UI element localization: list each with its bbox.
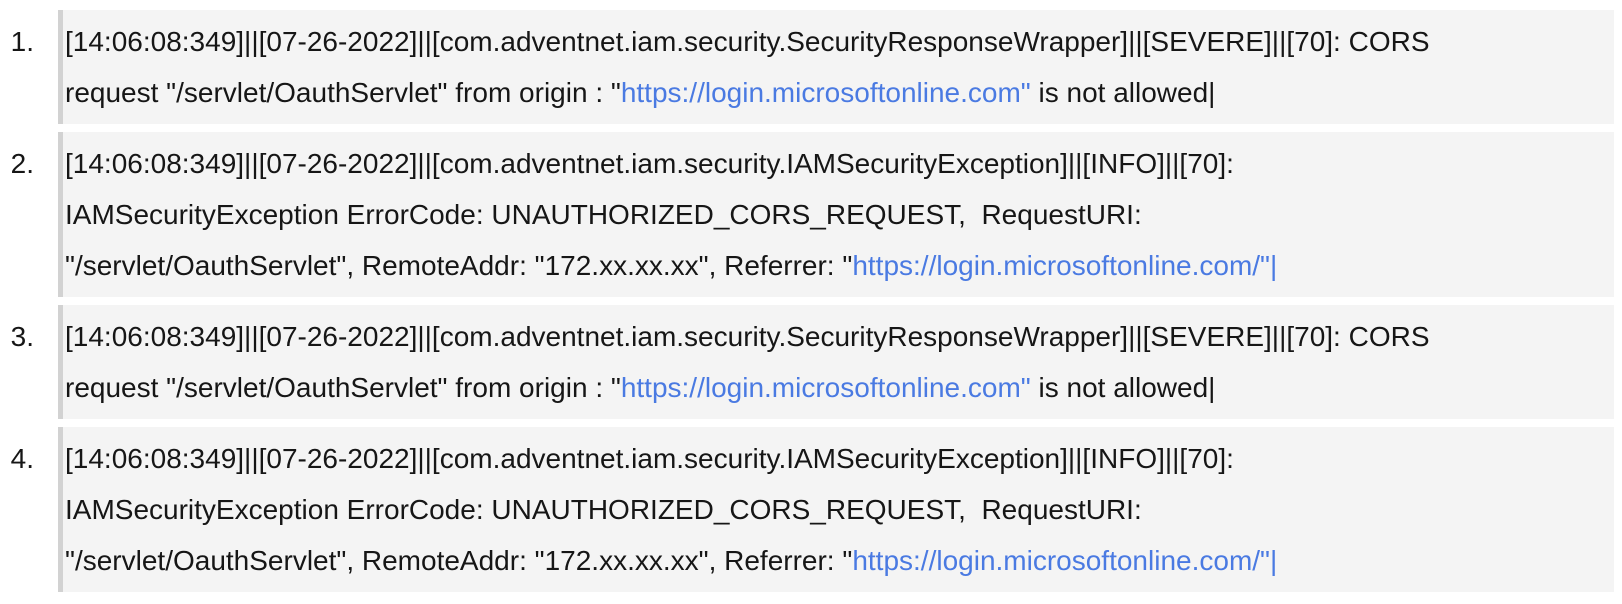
log-entry-content: [14:06:08:349]||[07-26-2022]||[com.adven… xyxy=(58,10,1614,124)
log-line: [14:06:08:349]||[07-26-2022]||[com.adven… xyxy=(65,311,1604,362)
log-entry-number: 1. xyxy=(10,26,34,57)
log-entry: 2. [14:06:08:349]||[07-26-2022]||[com.adv… xyxy=(10,132,1614,297)
log-line: "/servlet/OauthServlet", RemoteAddr: "17… xyxy=(65,535,1604,586)
log-line: [14:06:08:349]||[07-26-2022]||[com.adven… xyxy=(65,16,1604,67)
url-link[interactable]: https://login.microsoftonline.com/"| xyxy=(852,545,1278,576)
log-text: [14:06:08:349]||[07-26-2022]||[com.adven… xyxy=(65,26,1430,57)
log-entry: 4. [14:06:08:349]||[07-26-2022]||[com.adv… xyxy=(10,427,1614,592)
log-text: [14:06:08:349]||[07-26-2022]||[com.adven… xyxy=(65,148,1234,179)
log-line: request "/servlet/OauthServlet" from ori… xyxy=(65,362,1604,413)
log-list: 1. [14:06:08:349]||[07-26-2022]||[com.adv… xyxy=(10,10,1614,592)
log-text: "/servlet/OauthServlet", RemoteAddr: "17… xyxy=(65,250,853,281)
log-text: request "/servlet/OauthServlet" from ori… xyxy=(65,77,621,108)
log-text: [14:06:08:349]||[07-26-2022]||[com.adven… xyxy=(65,321,1430,352)
log-entry-content: [14:06:08:349]||[07-26-2022]||[com.adven… xyxy=(58,132,1614,297)
url-link[interactable]: https://login.microsoftonline.com/"| xyxy=(852,250,1278,281)
log-entry-number: 4. xyxy=(10,443,34,474)
log-entry-number: 3. xyxy=(10,321,34,352)
log-entry: 3. [14:06:08:349]||[07-26-2022]||[com.adv… xyxy=(10,305,1614,419)
log-text: IAMSecurityException ErrorCode: UNAUTHOR… xyxy=(65,494,1142,525)
log-text: is not allowed| xyxy=(1030,372,1216,403)
log-text: "/servlet/OauthServlet", RemoteAddr: "17… xyxy=(65,545,853,576)
log-text: [14:06:08:349]||[07-26-2022]||[com.adven… xyxy=(65,443,1234,474)
log-entry: 1. [14:06:08:349]||[07-26-2022]||[com.adv… xyxy=(10,10,1614,124)
log-text: request "/servlet/OauthServlet" from ori… xyxy=(65,372,621,403)
log-line: IAMSecurityException ErrorCode: UNAUTHOR… xyxy=(65,189,1604,240)
url-link[interactable]: https://login.microsoftonline.com" xyxy=(620,372,1031,403)
log-line: [14:06:08:349]||[07-26-2022]||[com.adven… xyxy=(65,433,1604,484)
log-line: request "/servlet/OauthServlet" from ori… xyxy=(65,67,1604,118)
log-text: IAMSecurityException ErrorCode: UNAUTHOR… xyxy=(65,199,1142,230)
url-link[interactable]: https://login.microsoftonline.com" xyxy=(620,77,1031,108)
log-text: is not allowed| xyxy=(1030,77,1216,108)
log-entry-number: 2. xyxy=(10,148,34,179)
log-line: IAMSecurityException ErrorCode: UNAUTHOR… xyxy=(65,484,1604,535)
log-line: [14:06:08:349]||[07-26-2022]||[com.adven… xyxy=(65,138,1604,189)
log-line: "/servlet/OauthServlet", RemoteAddr: "17… xyxy=(65,240,1604,291)
log-entry-content: [14:06:08:349]||[07-26-2022]||[com.adven… xyxy=(58,427,1614,592)
log-entry-content: [14:06:08:349]||[07-26-2022]||[com.adven… xyxy=(58,305,1614,419)
